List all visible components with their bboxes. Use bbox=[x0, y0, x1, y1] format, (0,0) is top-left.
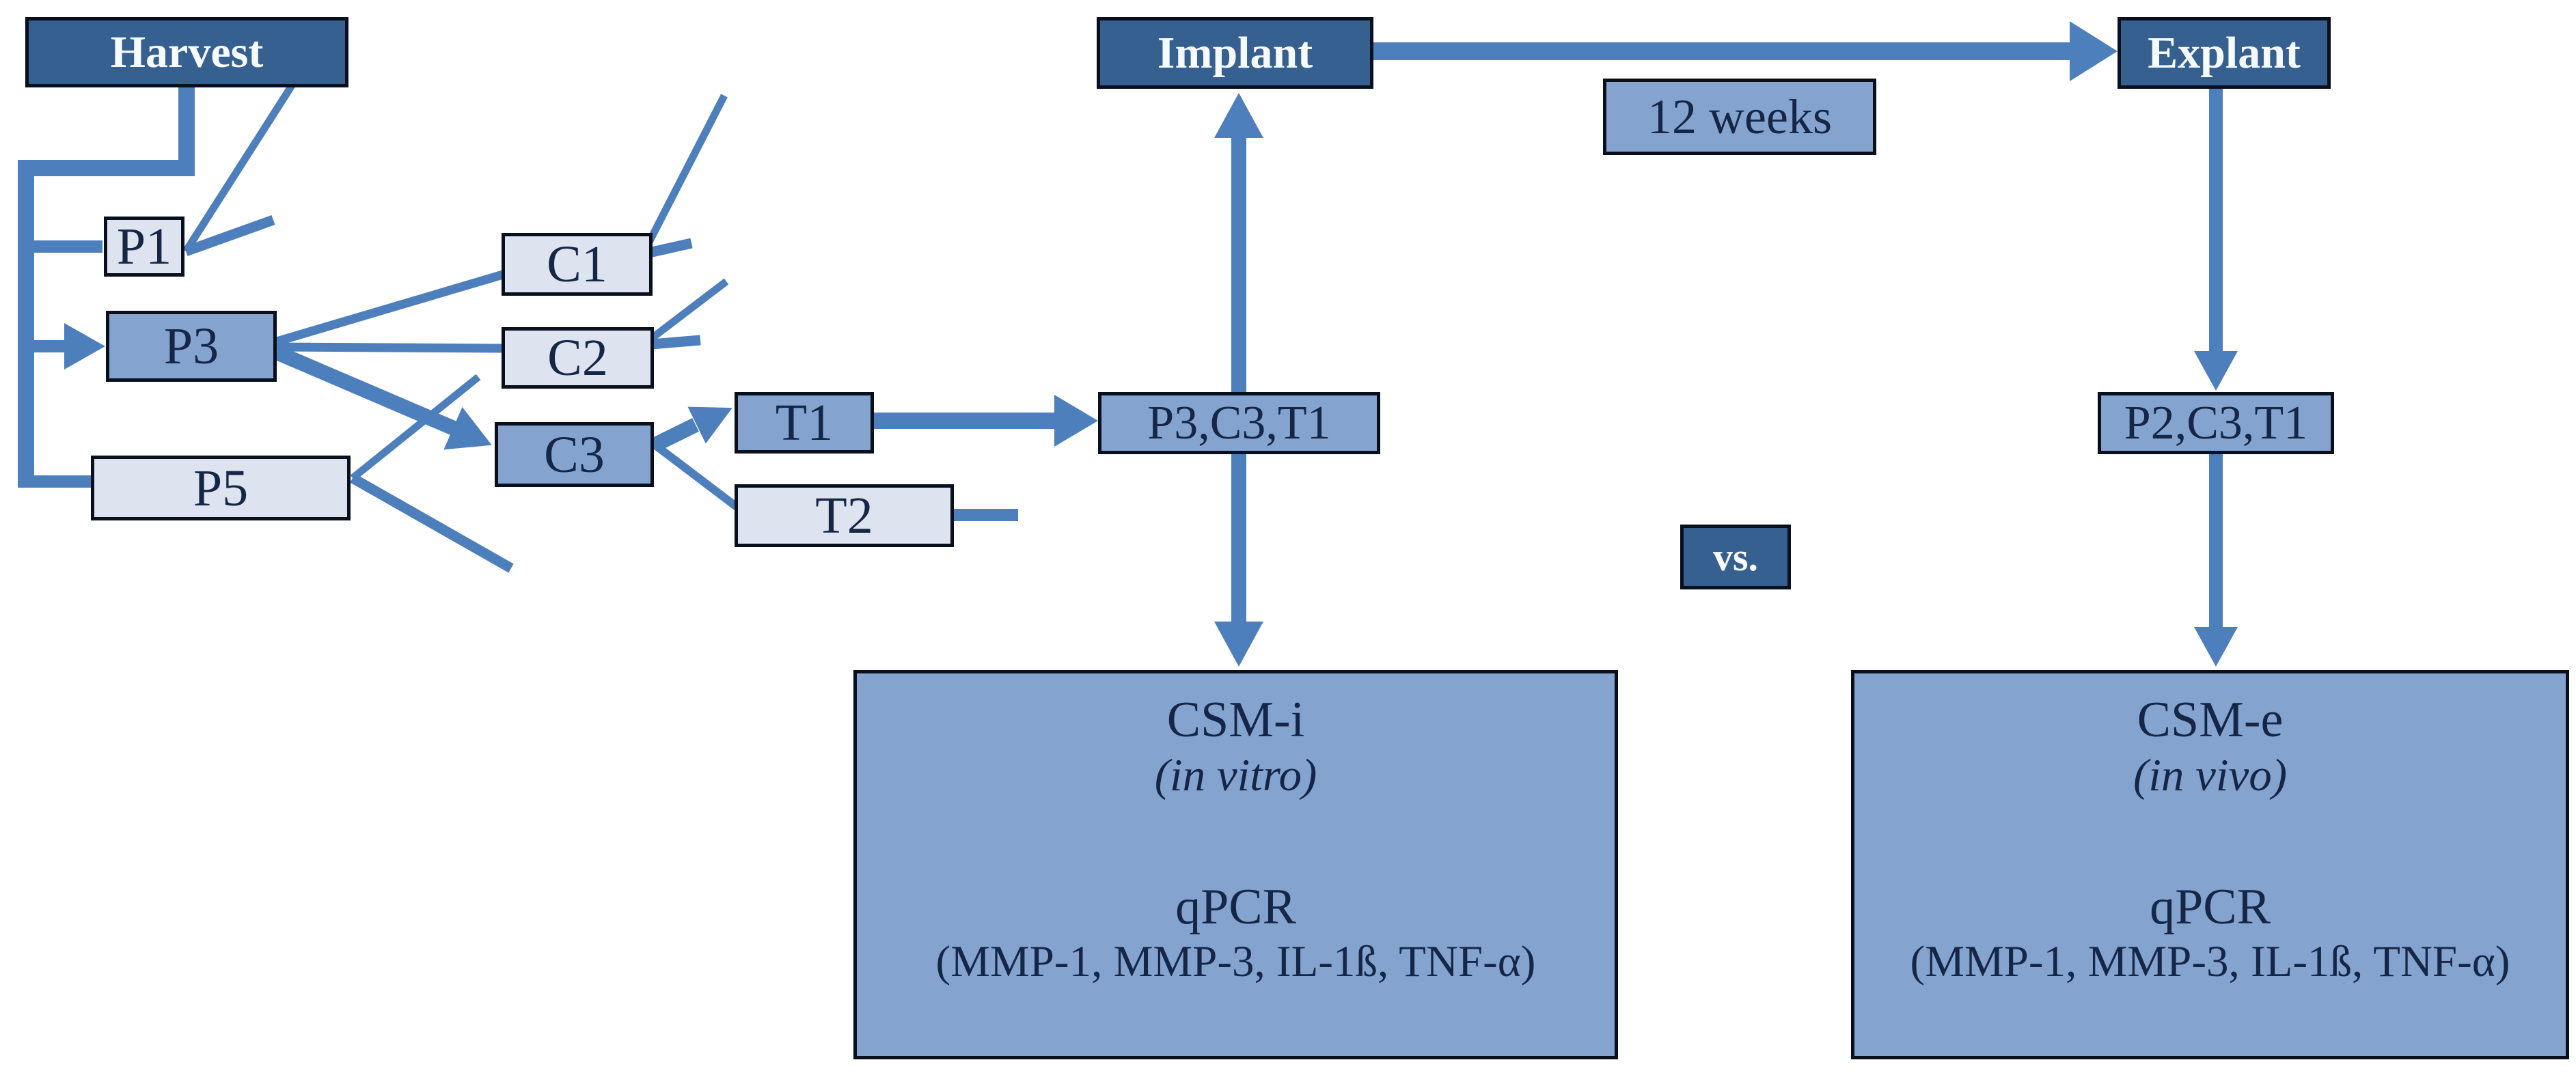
csm-e-box: CSM-e (in vivo) qPCR (MMP-1, MMP-3, IL-1… bbox=[1851, 670, 2569, 1059]
explant-box: Explant bbox=[2118, 17, 2331, 89]
harvest-box: Harvest bbox=[25, 17, 348, 87]
arrowhead-into-csm-i bbox=[1214, 622, 1263, 667]
c1-box: C1 bbox=[502, 233, 653, 296]
arrows-into-p5 bbox=[350, 374, 514, 573]
arrows-into-c2 bbox=[640, 278, 729, 350]
arrowhead-into-explant bbox=[2070, 21, 2118, 81]
csm-e-assay: qPCR bbox=[2150, 879, 2271, 936]
arrowhead-into-implant-group bbox=[1054, 395, 1098, 447]
csm-i-genes: (MMP-1, MMP-3, IL-1ß, TNF-α) bbox=[935, 937, 1536, 987]
arrowhead-into-implant bbox=[1214, 93, 1263, 138]
csm-e-condition: (in vivo) bbox=[2133, 750, 2288, 801]
t2-box: T2 bbox=[735, 484, 954, 547]
t1-box: T1 bbox=[735, 392, 874, 454]
csm-e-genes: (MMP-1, MMP-3, IL-1ß, TNF-α) bbox=[1910, 937, 2510, 987]
arrowhead-into-t1 bbox=[687, 406, 732, 444]
vs-box: vs. bbox=[1680, 525, 1791, 589]
arrowhead-into-c3 bbox=[443, 406, 492, 450]
duration-box: 12 weeks bbox=[1603, 79, 1876, 155]
connector-harvest-to-passages bbox=[18, 87, 195, 488]
p3-box: P3 bbox=[106, 311, 277, 382]
csm-i-condition: (in vitro) bbox=[1154, 750, 1317, 801]
csm-i-title: CSM-i bbox=[1166, 692, 1305, 748]
p1-box: P1 bbox=[104, 217, 184, 277]
csm-i-assay: qPCR bbox=[1175, 879, 1296, 936]
line-c3-to-t2 bbox=[646, 437, 739, 510]
arrowhead-into-p3 bbox=[64, 323, 105, 370]
c2-box: C2 bbox=[502, 327, 654, 389]
arrows-into-p1 bbox=[182, 70, 304, 257]
arrowhead-into-explant-group bbox=[2194, 351, 2238, 391]
csm-e-title: CSM-e bbox=[2137, 692, 2284, 748]
implant-box: Implant bbox=[1097, 17, 1373, 89]
csm-i-box: CSM-i (in vitro) qPCR (MMP-1, MMP-3, IL-… bbox=[853, 670, 1618, 1059]
arrows-p3-to-concentrations bbox=[273, 270, 504, 436]
implant-group-box: P3,C3,T1 bbox=[1098, 392, 1380, 454]
p5-box: P5 bbox=[91, 456, 351, 520]
arrowhead-into-csm-e bbox=[2194, 627, 2238, 667]
arrows-into-c1 bbox=[640, 94, 728, 260]
explant-group-box: P2,C3,T1 bbox=[2098, 392, 2334, 454]
c3-box: C3 bbox=[495, 422, 654, 487]
arrow-c3-to-t1 bbox=[650, 418, 699, 452]
